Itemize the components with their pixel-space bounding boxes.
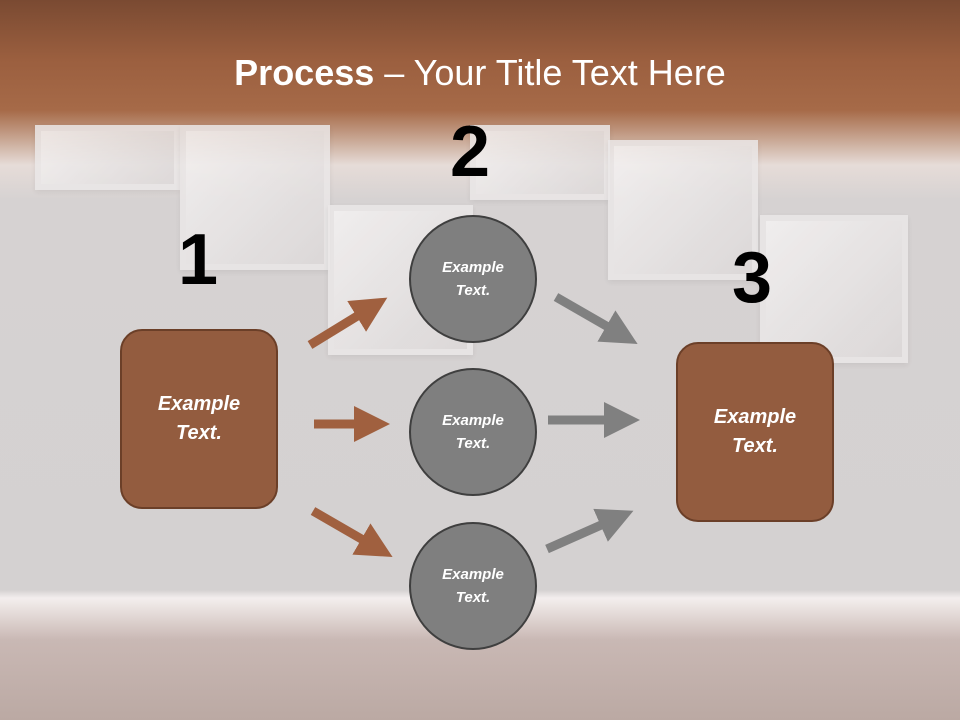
circle-top-line2: Text. [455, 282, 491, 299]
arrow-bottom-to-right [545, 508, 634, 554]
circle-bottom-line1: Example [442, 566, 504, 583]
title-rest: – Your Title Text Here [374, 52, 726, 93]
step-number-1: 1 [178, 220, 219, 300]
left-box-line1: Example [157, 393, 241, 415]
step-number-2: 2 [450, 112, 491, 192]
arrow-top-to-right [553, 293, 638, 344]
circle-bottom-line2: Text. [455, 589, 491, 606]
left-box-line2: Text. [176, 422, 222, 444]
step-number-3: 3 [732, 238, 773, 318]
wall-panel [180, 125, 330, 270]
wall-panel [35, 125, 180, 190]
circle-top-line1: Example [442, 259, 504, 276]
wall-panel [608, 140, 758, 280]
slide-title: Process – Your Title Text Here [0, 52, 960, 94]
arrow-left-to-bottom [310, 507, 393, 558]
circle-middle-line1: Example [442, 412, 504, 429]
title-bold: Process [234, 52, 375, 93]
right-box-line2: Text. [732, 435, 778, 457]
circle-middle-line2: Text. [455, 435, 491, 452]
arrow-left-to-top [307, 297, 388, 349]
wall-panel [470, 125, 610, 200]
wall-panel [760, 215, 908, 363]
right-box-line1: Example [713, 406, 797, 428]
